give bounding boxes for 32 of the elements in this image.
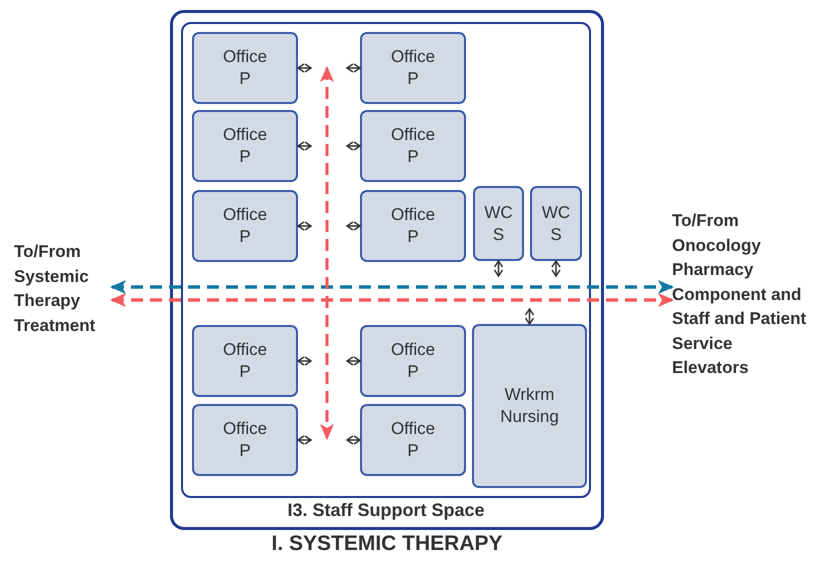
destination-label: To/From Systemic Therapy Treatment [14, 240, 112, 340]
room-box: Office P [192, 32, 298, 104]
arrow [297, 435, 312, 445]
arrow [297, 221, 312, 231]
arrow [297, 356, 312, 366]
room-box: Office P [192, 110, 298, 182]
arrow [346, 356, 361, 366]
room-box: Office P [360, 32, 466, 104]
arrow [110, 280, 674, 294]
zone-title: I3. Staff Support Space [286, 500, 486, 521]
zone-title: I. SYSTEMIC THERAPY [270, 532, 504, 556]
room-box: Office P [360, 190, 466, 262]
room-box: WC S [473, 186, 524, 261]
arrow [524, 308, 534, 325]
arrow [494, 260, 504, 277]
room-box: Wrkrm Nursing [472, 324, 587, 488]
room-box: WC S [530, 186, 582, 261]
room-box: Office P [360, 404, 466, 476]
room-box: Office P [360, 110, 466, 182]
arrow [110, 293, 674, 307]
room-box: Office P [192, 325, 298, 397]
arrow [551, 260, 561, 277]
arrow [346, 63, 361, 73]
destination-label: To/From Onocology Pharmacy Component and Staff and Patient Service Elevators [672, 209, 808, 384]
room-box: Office P [192, 190, 298, 262]
room-box: Office P [192, 404, 298, 476]
arrow [346, 141, 361, 151]
arrow [346, 435, 361, 445]
arrow [297, 63, 312, 73]
arrow [297, 141, 312, 151]
room-box: Office P [360, 325, 466, 397]
arrow [346, 221, 361, 231]
